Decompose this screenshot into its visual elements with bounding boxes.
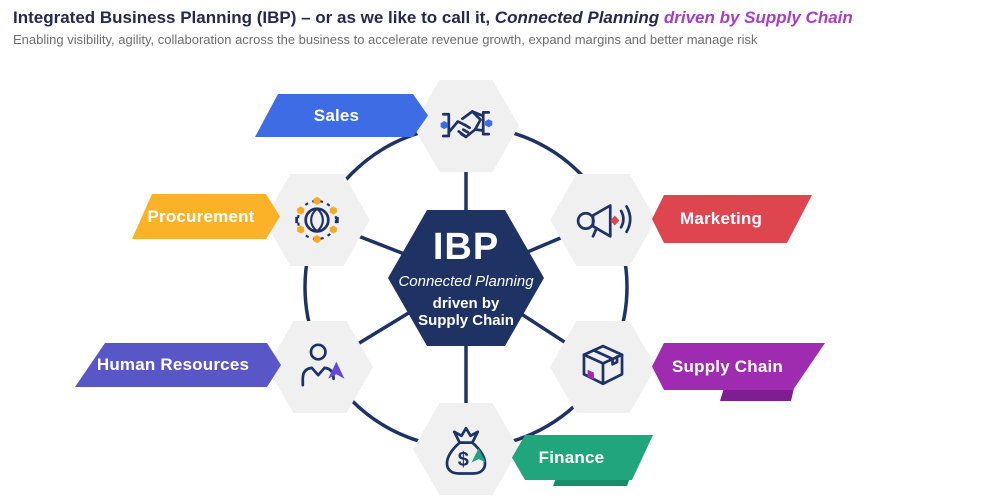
banner-supply-chain-label: Supply Chain [671,356,784,376]
banner-procurement-label: Procurement [147,206,255,226]
money-bag-icon: $ [445,426,487,475]
banner-finance-label: Finance [538,447,605,467]
banner-finance: Finance [512,435,653,480]
banner-sales-label: Sales [313,105,360,125]
banner-marketing: Marketing [652,195,812,243]
banner-human-resources-label: Human Resources [96,355,250,374]
banner-supply-chain: Supply Chain [652,343,825,390]
finance-ribbon-fold [553,478,630,486]
ibp-connected-planning-label: Connected Planning [398,273,534,290]
supply-chain-ribbon-fold [720,388,794,401]
title-part-2: Connected Planning [494,8,664,27]
hexagon-sales [413,80,519,172]
person-growth-icon [301,343,345,387]
page-title: Integrated Business Planning (IBP) – or … [13,8,973,28]
banner-procurement: Procurement [132,194,280,239]
hexagon-marketing [550,174,656,266]
page-subtitle: Enabling visibility, agility, collaborat… [13,32,758,47]
header: Integrated Business Planning (IBP) – or … [13,8,973,47]
banner-human-resources: Human Resources [75,343,281,387]
banner-marketing-label: Marketing [679,209,763,228]
ibp-supply-chain-label: Supply Chain [418,312,514,329]
banner-sales: Sales [255,94,428,137]
ibp-acronym: IBP [432,226,500,268]
title-part-1: Integrated Business Planning (IBP) – or … [13,8,495,27]
hexagon-supply-chain [550,321,656,413]
handshake-icon [440,110,493,139]
ibp-center-hexagon: IBP Connected Planning driven by Supply … [388,210,544,346]
network-globe-icon [295,196,339,244]
megaphone-icon [576,204,632,238]
ibp-driven-by-label: driven by [432,295,500,312]
svg-text:$: $ [458,449,469,471]
title-part-3: driven by Supply Chain [663,8,853,27]
hexagon-human-resources [267,321,373,413]
hexagon-procurement [264,174,370,266]
hexagon-finance: $ [413,403,519,495]
package-box-icon [582,344,624,386]
